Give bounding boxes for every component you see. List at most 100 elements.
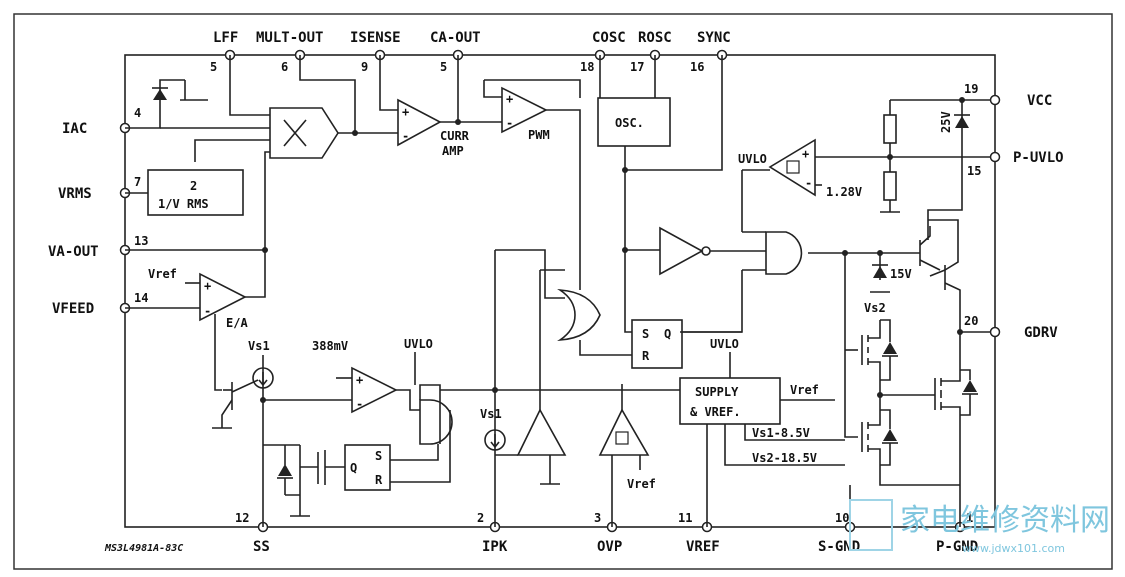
pin-vrms-number: 7 (134, 175, 141, 189)
pin-va-out-label: VA-OUT (48, 244, 99, 260)
ea-label: E/A (226, 316, 248, 330)
vref-supply-label: Vref (790, 383, 819, 397)
mv388-label: 388mV (312, 339, 348, 353)
pin-ipk-number: 2 (477, 511, 484, 525)
pin-isense-number: 9 (361, 60, 368, 74)
vs1-left-label: Vs1 (248, 339, 270, 353)
pin-cosc-number: 18 (580, 60, 594, 74)
pin-vfeed-number: 14 (134, 291, 148, 305)
supply-vref-block: SUPPLY & VREF. UVLO Vref Vs1-8.5V Vs2-18… (679, 337, 851, 527)
ss-sr-q: Q (350, 461, 357, 475)
pin-vfeed-label: VFEED (52, 301, 94, 317)
pin-vref-label: VREF (686, 539, 720, 555)
sr-r-label: R (642, 349, 650, 363)
v128-label: 1.28V (826, 185, 862, 199)
pin-rosc-label: ROSC (638, 30, 672, 46)
pin-ovp-label: OVP (597, 539, 622, 555)
pin-iac-label: IAC (62, 121, 87, 137)
supply-line-2: & VREF. (690, 405, 741, 419)
pin-vcc-label: VCC (1027, 93, 1052, 109)
vcc-network: 25V (880, 97, 990, 240)
vs2-label: Vs2 (864, 301, 886, 315)
pin-vref-number: 11 (678, 511, 692, 525)
pin-p-gnd-number: 1 (966, 511, 973, 525)
svg-text:-: - (356, 397, 363, 411)
multiplier-block (194, 55, 398, 250)
vs1-mid-label: Vs1 (480, 407, 502, 421)
uvlo-mid-label: UVLO (404, 337, 433, 351)
output-stage: 15V Vs2 (844, 219, 990, 527)
pin-vrms-label: VRMS (58, 186, 92, 202)
pwm-label: PWM (528, 128, 550, 142)
pin-s-gnd-label: S-GND (818, 539, 860, 555)
protection-section: Vs1 Vref (440, 250, 680, 527)
pwm-comparator: + - PWM (483, 79, 581, 290)
pin-vcc-number: 19 (964, 82, 978, 96)
svg-text:+: + (402, 105, 409, 119)
sr-s-label: S (642, 327, 649, 341)
osc-label: OSC. (615, 116, 644, 130)
pin-mult-out-label: MULT-OUT (256, 30, 323, 46)
pin-p-uvlo-number: 15 (967, 164, 981, 178)
pin-sync-label: SYNC (697, 30, 731, 46)
pin-p-uvlo-label: P-UVLO (1013, 150, 1064, 166)
vs1-85-label: Vs1-8.5V (752, 426, 810, 440)
pin-ss-label: SS (253, 539, 270, 555)
svg-text:+: + (802, 147, 809, 161)
supply-line-1: SUPPLY (695, 385, 739, 399)
pin-ca-out-number: 5 (440, 60, 447, 74)
ss-sr-s: S (375, 449, 382, 463)
pin-lff-label: LFF (213, 30, 238, 46)
pin-rosc-number: 17 (630, 60, 644, 74)
watermark: 家电维修资料网 www.jdwx101.com (849, 499, 1110, 555)
pin-ipk-label: IPK (482, 539, 508, 555)
iac-zener (125, 79, 270, 129)
soft-start-section: Vs1 + - 388mV UVLO Q S R (248, 337, 453, 527)
watermark-url: www.jdwx101.com (962, 542, 1065, 555)
uvlo-supply-label: UVLO (710, 337, 739, 351)
curr-amp-label-1: CURR (440, 129, 470, 143)
z25-label: 25V (939, 111, 953, 133)
pin-sync-number: 16 (690, 60, 704, 74)
oscillator-block: OSC. (597, 55, 723, 333)
svg-text:+: + (204, 279, 211, 293)
vref-ea-label: Vref (148, 267, 177, 281)
curr-amp-label-2: AMP (442, 144, 464, 158)
svg-text:-: - (506, 116, 513, 130)
svg-text:+: + (506, 92, 513, 106)
pin-ss-number: 12 (235, 511, 249, 525)
svg-text:-: - (402, 129, 409, 143)
pin-cosc-label: COSC (592, 30, 626, 46)
pin-s-gnd-number: 10 (835, 511, 849, 525)
svg-text:-: - (204, 304, 211, 318)
svg-text:+: + (356, 373, 363, 387)
pin-va-out-number: 13 (134, 234, 148, 248)
svg-text:-: - (805, 176, 812, 190)
pin-p-gnd-label: P-GND (936, 539, 978, 555)
rms-block: 2 1/V RMS (125, 169, 244, 216)
ss-sr-r: R (375, 473, 383, 487)
sr-q-label: Q (664, 327, 671, 341)
z15-label: 15V (890, 267, 912, 281)
rms-block-bottom: 1/V RMS (158, 197, 209, 211)
watermark-text: 家电维修资料网 (900, 503, 1110, 538)
pin-isense-label: ISENSE (350, 30, 401, 46)
rms-block-top: 2 (190, 179, 197, 193)
pin-ovp-number: 3 (594, 511, 601, 525)
pin-iac-number: 4 (134, 106, 141, 120)
part-code-label: MS3L4981A-83C (104, 543, 183, 554)
pin-ca-out-label: CA-OUT (430, 30, 481, 46)
pin-mult-out-number: 6 (281, 60, 288, 74)
pin-gdrv-label: GDRV (1024, 325, 1058, 341)
chip-outline (124, 54, 996, 528)
gate-drive-logic: + - UVLO 1.28V (659, 138, 990, 333)
sr-latch: S Q R (495, 249, 742, 369)
vs2-185-label: Vs2-18.5V (752, 451, 817, 465)
vref-ovp-label: Vref (627, 477, 656, 491)
pin-markers (119, 49, 1001, 533)
diagram-frame (13, 13, 1113, 570)
error-amplifier: + - Vref E/A (125, 247, 268, 429)
uvlo-comp-label: UVLO (738, 152, 767, 166)
